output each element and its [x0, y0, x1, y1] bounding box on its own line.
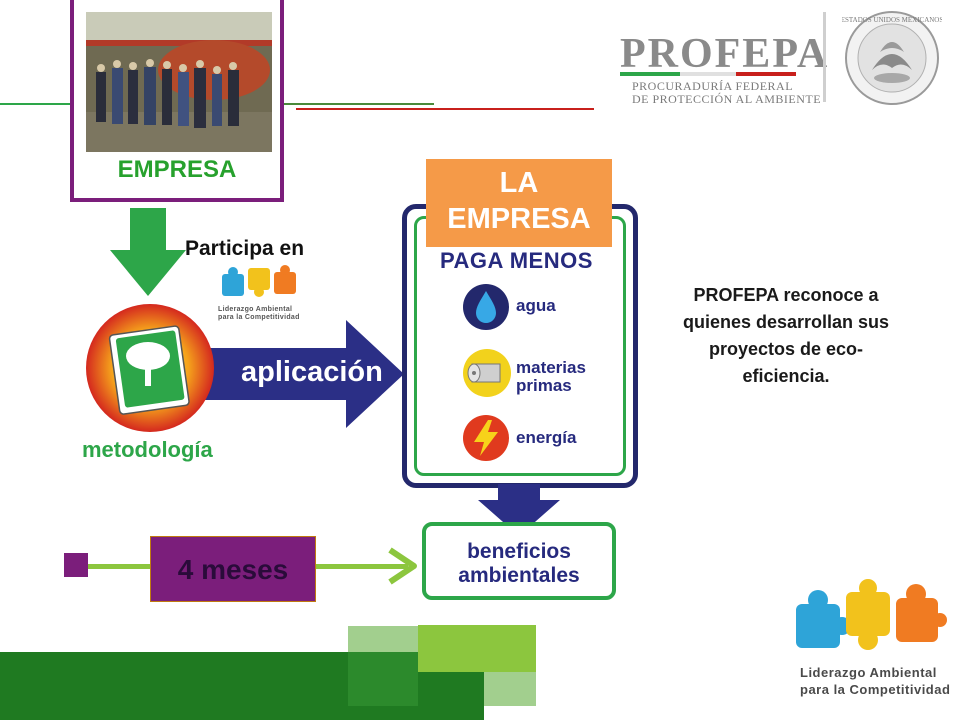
lightning-icon — [463, 415, 509, 461]
paga-menos-title: PAGA MENOS — [440, 248, 593, 273]
timeline-line-left — [88, 564, 150, 569]
profepa-logo-stripe — [620, 72, 796, 76]
metodologia-label: metodología — [82, 437, 213, 462]
down-arrow-green — [110, 208, 186, 296]
down-arrow-navy — [478, 484, 560, 536]
aplicacion-arrow — [196, 320, 404, 428]
resource-label-energia: energía — [516, 428, 577, 447]
duration-label: 4 meses — [177, 554, 289, 585]
timeline-start-marker — [64, 553, 88, 577]
header-line-dark-green — [284, 103, 434, 105]
timeline-arrowhead — [388, 547, 417, 585]
metodologia-circle-icon — [86, 304, 214, 432]
seal-text: ESTADOS UNIDOS MEXICANOS — [842, 16, 942, 24]
reconoce-text: PROFEPA reconoce a quienes desarrollan s… — [682, 285, 890, 386]
footer-block-mid-green — [348, 652, 418, 706]
header-line-red — [296, 108, 594, 110]
footer-block-pale-green-2 — [484, 672, 536, 706]
empresa-label: EMPRESA — [117, 156, 237, 183]
timeline-line-right — [316, 564, 408, 569]
header-line-green — [0, 103, 70, 105]
participa-label: Participa en — [185, 237, 305, 260]
liderazgo-large-label: Liderazgo Ambiental para la Competitivid… — [800, 665, 951, 697]
footer-block-pale-green — [348, 626, 418, 652]
la-empresa-box: LA EMPRESA — [426, 159, 612, 247]
resource-label-agua: agua — [516, 296, 556, 315]
duration-box: 4 meses — [150, 536, 316, 602]
puzzle-logo-large-icon — [796, 579, 947, 650]
mexico-seal-icon: ESTADOS UNIDOS MEXICANOS — [842, 11, 942, 105]
footer-block-lime — [418, 625, 536, 672]
logo-divider — [823, 12, 826, 102]
factory-photo — [86, 12, 272, 152]
puzzle-logo-small-icon — [222, 265, 296, 297]
beneficios-box: beneficios ambientales — [422, 522, 616, 600]
resource-label-materias-primas: materias primas — [516, 358, 586, 395]
liderazgo-small-label: Liderazgo Ambiental para la Competitivid… — [218, 306, 300, 321]
profepa-logo-subtitle: PROCURADURÍA FEDERAL DE PROTECCIÓN AL AM… — [632, 79, 822, 106]
paga-menos-panel — [402, 204, 638, 488]
water-drop-icon — [463, 284, 509, 330]
paper-roll-icon — [463, 349, 511, 397]
aplicacion-label: aplicación — [241, 356, 383, 388]
profepa-logo-text: PROFEPA — [620, 31, 830, 77]
